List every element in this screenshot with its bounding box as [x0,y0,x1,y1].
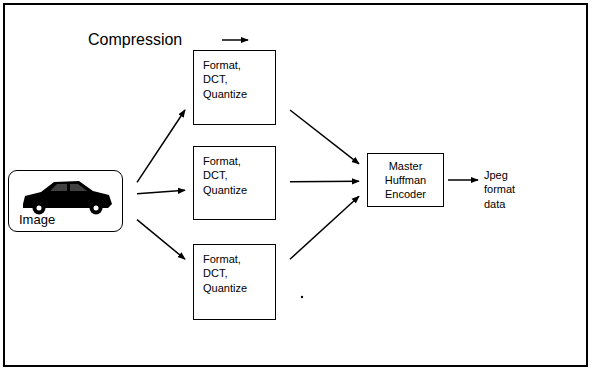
box-label: Format, DCT, Quantize [203,58,257,101]
flow-arrow [290,110,359,164]
output-label: Jpeg format data [484,168,530,211]
image-label: Image [19,212,55,229]
image-box: Image [8,170,123,232]
car-icon [9,171,121,217]
flow-arrow [290,196,359,259]
dot-mark [301,296,303,298]
flow-arrow [137,110,185,182]
frame-border [4,4,587,366]
encoder-box: Master Huffman Encoder [367,153,444,207]
section-title: Compression [88,30,182,51]
process-box: Format, DCT, Quantize [193,50,276,125]
process-box: Format, DCT, Quantize [193,244,276,320]
car-wheel [90,202,103,215]
box-label: Master Huffman Encoder [374,159,438,202]
box-label: Format, DCT, Quantize [203,154,257,197]
output-arrow [448,179,478,181]
flow-arrow [137,190,185,194]
box-label: Format, DCT, Quantize [203,252,257,295]
car-hub [37,206,42,211]
car-hub [94,206,99,211]
flow-arrow [290,180,359,182]
process-box: Format, DCT, Quantize [193,146,276,220]
flow-arrow [137,220,185,260]
car-window [50,184,87,191]
direction-arrow [222,39,248,41]
